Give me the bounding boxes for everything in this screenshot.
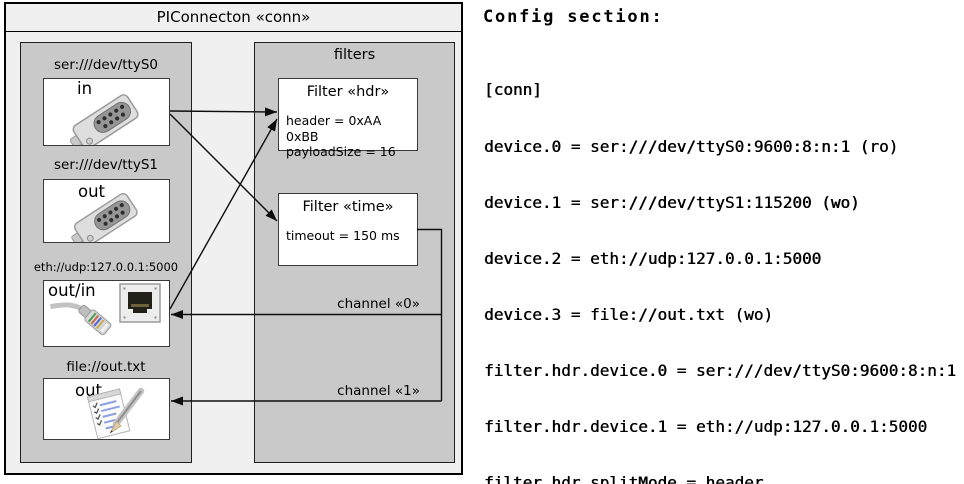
device-box-file: out — [43, 378, 170, 440]
config-line: filter.hdr.device.0 = ser:///dev/ttyS0:9… — [484, 360, 957, 380]
filter-hdr-prop-header: header = 0xAA 0xBB — [286, 113, 382, 144]
filters-column-title: filters — [333, 47, 376, 63]
config-line: device.0 = ser:///dev/ttyS0:9600:8:n:1 (… — [484, 136, 899, 156]
device-direction: out — [78, 182, 106, 201]
filter-hdr-prop-payloadsize: payloadSize = 16 — [286, 144, 396, 159]
config-line: device.3 = file://out.txt (wo) — [484, 304, 773, 324]
config-section-body: [conn] device.0 = ser:///dev/ttyS0:9600:… — [484, 44, 964, 484]
serial-connector-icon — [69, 94, 139, 145]
device-label-ttys1: ser:///dev/ttyS1 — [54, 157, 158, 173]
config-line: device.1 = ser:///dev/ttyS1:115200 (wo) — [484, 192, 860, 212]
filter-time-title: Filter «time» — [302, 199, 394, 215]
config-section-heading: Config section: — [483, 7, 664, 27]
device-box-ttys1: out — [43, 179, 170, 243]
config-line: [conn] — [484, 80, 542, 100]
filter-time-box: Filter «time» timeout = 150 ms — [278, 193, 418, 266]
diagram-title: PIConnecton «conn» — [6, 4, 461, 32]
device-box-eth: out/in — [43, 280, 170, 347]
config-line: device.2 = eth://udp:127.0.0.1:5000 — [484, 248, 822, 268]
device-direction: in — [77, 79, 93, 98]
filter-hdr-box: Filter «hdr» header = 0xAA 0xBB payloadS… — [278, 78, 418, 159]
config-line: filter.hdr.device.1 = eth://udp:127.0.0.… — [484, 417, 928, 437]
config-line: filter.hdr.splitMode = header — [484, 473, 764, 484]
ethernet-connector-icon — [50, 283, 161, 336]
notepad-icon — [86, 387, 145, 440]
serial-connector-icon — [71, 192, 138, 242]
channel-0-label: channel «0» — [337, 296, 420, 312]
device-direction: out/in — [48, 281, 96, 300]
device-label-file: file://out.txt — [66, 359, 146, 375]
device-box-ttys0: in — [43, 78, 170, 146]
pencil-icon — [109, 387, 145, 434]
device-direction: out — [75, 381, 103, 400]
device-label-eth: eth://udp:127.0.0.1:5000 — [33, 260, 179, 274]
device-label-ttys0: ser:///dev/ttyS0 — [54, 57, 158, 73]
filter-hdr-title: Filter «hdr» — [306, 84, 390, 100]
channel-1-label: channel «1» — [337, 383, 420, 399]
filter-time-prop-timeout: timeout = 150 ms — [286, 228, 400, 243]
